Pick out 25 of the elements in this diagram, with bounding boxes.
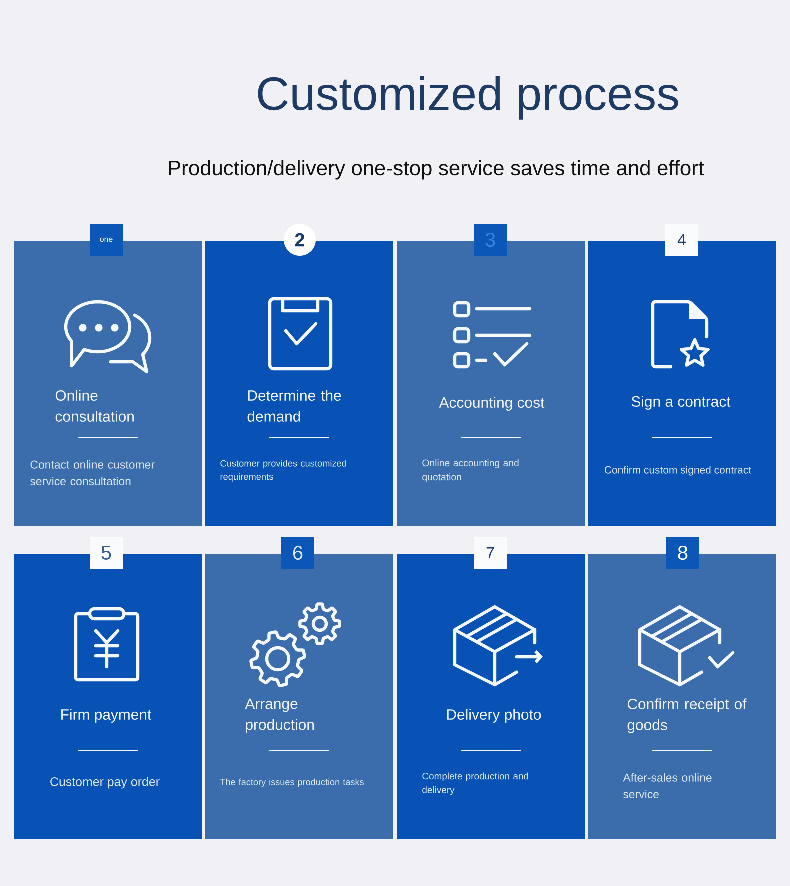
number-badge: 7 <box>474 537 507 569</box>
number-badge: 8 <box>666 537 700 569</box>
subtitle: Production/delivery one-stop service saves time and effort <box>169 160 704 180</box>
step-title: Accounting cost <box>439 397 545 411</box>
number-badge: 2 <box>284 224 316 256</box>
step-description: Customer provides customized requirements <box>220 460 346 482</box>
step-title: Determine the demand <box>248 390 342 422</box>
number-badge: 5 <box>90 537 123 569</box>
title: Customized process <box>258 76 678 120</box>
step-title: Online consultation <box>56 390 134 422</box>
step-description: Complete production and delivery <box>422 772 528 796</box>
step-description: Online accounting and quotation <box>422 459 519 483</box>
step-description: Contact online customer service consultation <box>30 460 155 486</box>
number-badge: 6 <box>282 537 314 569</box>
step-description: Customer pay order <box>50 777 160 789</box>
step-title: Delivery photo <box>447 709 542 723</box>
step-description: The factory issues production tasks <box>220 778 364 788</box>
step-card <box>14 241 202 526</box>
step-title: Arrange production <box>245 698 314 734</box>
step-title: Confirm receipt of goods <box>628 698 747 734</box>
step-description: Confirm custom signed contract <box>604 466 752 476</box>
step-title: Firm payment <box>62 709 152 723</box>
step-title: Sign a contract <box>632 396 731 410</box>
step-description: After-sales online service <box>623 773 712 799</box>
number-badge: 4 <box>666 224 698 256</box>
